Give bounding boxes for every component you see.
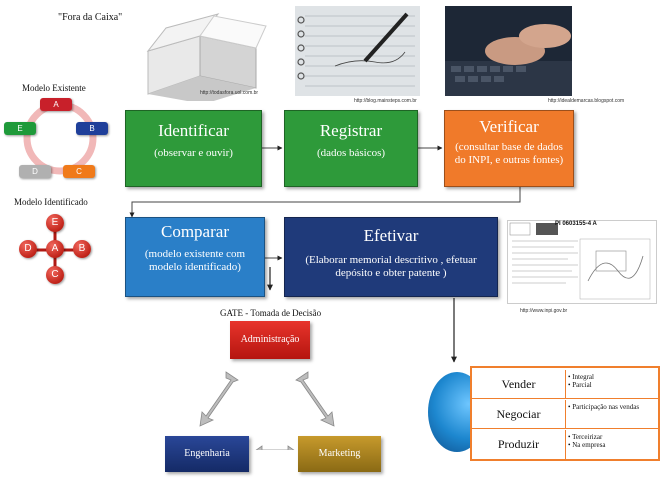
option-produzir-name: Produzir bbox=[472, 430, 566, 459]
step-registrar-title: Registrar bbox=[319, 121, 383, 140]
patent-credit: http://www.inpi.gov.br bbox=[520, 308, 568, 314]
gate-marketing: Marketing bbox=[298, 436, 381, 472]
gate-arrows bbox=[199, 371, 335, 450]
option-produzir-item-1: Terceirizar bbox=[572, 433, 603, 441]
model-existente-node-e: E bbox=[4, 122, 36, 135]
step-registrar: Registrar (dados básicos) bbox=[284, 110, 418, 187]
patent-document-image bbox=[507, 220, 657, 304]
modelo-existente-title: Modelo Existente bbox=[22, 83, 86, 93]
step-identificar-subtitle: (observar e ouvir) bbox=[154, 147, 233, 159]
laptop-photo-credit: http://idealdemarcas.blogspot.com bbox=[548, 98, 625, 104]
step-identificar: Identificar (observar e ouvir) bbox=[125, 110, 262, 187]
step-efetivar-subtitle: (Elaborar memorial descritivo , efetuar … bbox=[305, 254, 477, 279]
laptop-image bbox=[445, 6, 572, 96]
option-vender-item-1: Integral bbox=[572, 373, 594, 381]
option-produzir: Produzir • Terceirizar • Na empresa bbox=[472, 430, 658, 459]
step-comparar: Comparar (modelo existente com modelo id… bbox=[125, 217, 265, 297]
box-photo-credit: http://todasfora.uol.com.br bbox=[200, 90, 259, 96]
model-existente-node-a: A bbox=[40, 98, 72, 111]
model-identificado-node-c: C bbox=[46, 266, 64, 284]
options-panel: Vender • Integral • Parcial Negociar • P… bbox=[470, 366, 660, 461]
option-vender: Vender • Integral • Parcial bbox=[472, 370, 658, 399]
step-verificar-title: Verificar bbox=[479, 117, 539, 136]
option-vender-item-2: Parcial bbox=[572, 381, 592, 389]
gate-administracao: Administração bbox=[230, 321, 310, 359]
option-negociar-name: Negociar bbox=[472, 400, 566, 428]
option-negociar-item-1: Participação nas vendas bbox=[572, 403, 640, 411]
modelo-identificado-title: Modelo Identificado bbox=[14, 197, 88, 207]
step-verificar-subtitle: (consultar base de dados do INPI, e outr… bbox=[454, 141, 564, 166]
step-identificar-title: Identificar bbox=[158, 121, 229, 140]
model-identificado-node-b: B bbox=[73, 240, 91, 258]
fora-da-caixa-quote: "Fora da Caixa" bbox=[58, 12, 123, 23]
option-produzir-items: • Terceirizar • Na empresa bbox=[568, 433, 606, 449]
option-negociar-items: • Participação nas vendas bbox=[568, 403, 640, 411]
step-comparar-subtitle: (modelo existente com modelo identificad… bbox=[144, 248, 246, 273]
model-identificado-node-a: A bbox=[46, 240, 64, 258]
model-identificado-node-d: D bbox=[19, 240, 37, 258]
option-negociar: Negociar • Participação nas vendas bbox=[472, 400, 658, 429]
model-existente-node-c: C bbox=[63, 165, 95, 178]
open-box-image bbox=[146, 13, 267, 101]
step-verificar: Verificar (consultar base de dados do IN… bbox=[444, 110, 574, 187]
notebook-photo-credit: http://blog.mainsteps.com.br bbox=[354, 98, 417, 104]
model-existente-node-b: B bbox=[76, 122, 108, 135]
gate-title: GATE - Tomada de Decisão bbox=[220, 308, 322, 318]
option-produzir-item-2: Na empresa bbox=[572, 441, 606, 449]
step-efetivar: Efetivar (Elaborar memorial descritivo ,… bbox=[284, 217, 498, 297]
gate-engenharia: Engenharia bbox=[165, 436, 249, 472]
step-comparar-title: Comparar bbox=[161, 222, 229, 241]
model-existente-node-d: D bbox=[19, 165, 51, 178]
step-registrar-subtitle: (dados básicos) bbox=[316, 147, 386, 159]
patent-number: PI 0603155-4 A bbox=[555, 221, 597, 227]
option-vender-items: • Integral • Parcial bbox=[568, 373, 594, 389]
model-identificado-node-e: E bbox=[46, 214, 64, 232]
step-efetivar-title: Efetivar bbox=[363, 226, 419, 245]
option-vender-name: Vender bbox=[472, 370, 566, 398]
notebook-image bbox=[295, 6, 420, 96]
